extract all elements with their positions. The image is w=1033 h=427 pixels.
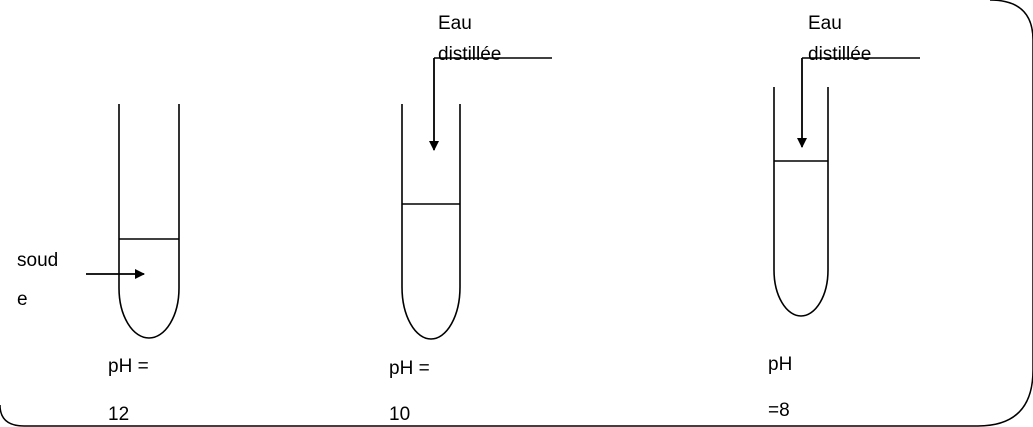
water-label-tube-3-line1: Eau bbox=[808, 13, 842, 34]
ph-label-tube-1-line1: pH = bbox=[108, 356, 149, 377]
test-tube-2 bbox=[401, 104, 461, 340]
ph-label-tube-3-line2: =8 bbox=[768, 400, 790, 421]
water-label-tube-2-line1: Eau bbox=[438, 13, 472, 34]
test-tube-3 bbox=[773, 87, 829, 317]
ph-label-tube-2-line1: pH = bbox=[389, 358, 430, 379]
ph-label-tube-1-line2: 12 bbox=[108, 404, 130, 425]
ph-label-tube-2-line2: 10 bbox=[389, 404, 411, 425]
reagent-label-line1: soud bbox=[17, 250, 59, 271]
water-label-tube-2-line2: distillée bbox=[438, 44, 502, 65]
ph-label-tube-3-line1: pH bbox=[768, 354, 793, 375]
water-label-tube-3-line2: distillée bbox=[808, 44, 872, 65]
test-tube-1 bbox=[118, 104, 180, 339]
reagent-label-line2: e bbox=[17, 289, 28, 310]
